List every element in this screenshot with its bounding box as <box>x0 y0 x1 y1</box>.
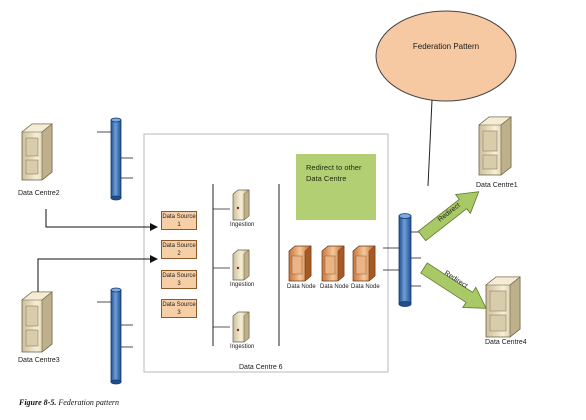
federation-pattern-label: Federation Pattern <box>412 42 480 51</box>
figure-title: Federation pattern <box>58 398 119 407</box>
network-bus-bottom-left <box>97 287 133 385</box>
data-source-box: Data Source 1 <box>161 211 197 230</box>
data-source-name: Data Source <box>162 214 196 220</box>
data-source-box: Data Source 3 <box>161 270 197 289</box>
redirect-note: Redirect to other Data Centre <box>296 154 376 220</box>
data-source-number: 2 <box>177 251 181 257</box>
data-node-icon <box>352 245 376 282</box>
server-icon-dc2 <box>21 123 53 181</box>
ingestion-bus <box>212 184 230 346</box>
data-source-name: Data Source <box>162 243 196 249</box>
ingestion-server-icon <box>232 311 250 343</box>
dc3-label: Data Centre3 <box>18 357 60 364</box>
cloud-callout <box>427 99 433 187</box>
ingestion-label: Ingestion <box>230 222 255 228</box>
data-node-icon <box>288 245 312 282</box>
dc4-label: Data Centre4 <box>485 339 527 346</box>
data-source-name: Data Source <box>162 302 196 308</box>
dc2-to-source-arrow <box>45 209 158 231</box>
dc3-to-source-arrow <box>37 255 158 292</box>
figure-number: Figure 8-5. <box>19 398 57 407</box>
network-bus-right <box>383 213 421 307</box>
ingestion-server-icon <box>232 189 250 221</box>
ingestion-label: Ingestion <box>230 344 255 350</box>
data-source-number: 1 <box>177 222 181 228</box>
ingestion-label: Ingestion <box>230 282 255 288</box>
ingestion-server-icon <box>232 249 250 281</box>
data-node-label: Data Node <box>320 284 349 290</box>
dc2-label: Data Centre2 <box>18 190 60 197</box>
redirect-note-line1: Redirect to other <box>306 163 362 172</box>
data-source-box: Data Source 2 <box>161 240 197 259</box>
server-icon-dc1 <box>478 116 512 176</box>
data-source-name: Data Source <box>162 273 196 279</box>
data-source-number: 3 <box>177 310 181 316</box>
data-source-box: Data Source 3 <box>161 299 197 318</box>
data-node-icon <box>321 245 345 282</box>
figure-caption: Figure 8-5. Federation pattern <box>19 398 119 407</box>
data-source-number: 3 <box>177 281 181 287</box>
federation-cloud <box>375 10 517 102</box>
server-icon-dc3 <box>21 291 53 353</box>
server-icon-dc4 <box>485 276 521 338</box>
redirect-arrow-lower <box>420 262 487 309</box>
dc6-label: Data Centre 6 <box>239 364 283 371</box>
dc1-label: Data Centre1 <box>476 182 518 189</box>
data-node-label: Data Node <box>287 284 316 290</box>
redirect-arrow-upper <box>417 191 480 242</box>
network-bus-top-left <box>97 117 133 201</box>
redirect-note-line2: Data Centre <box>306 174 347 183</box>
data-node-label: Data Node <box>351 284 380 290</box>
